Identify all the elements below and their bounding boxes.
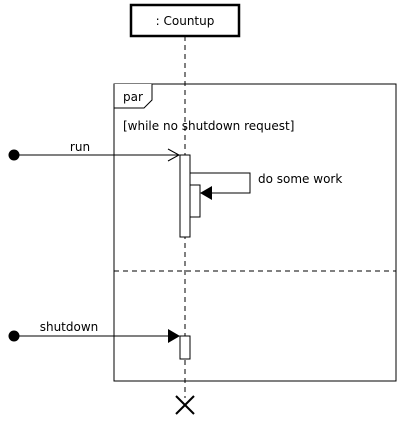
lifeline-label: : Countup xyxy=(156,14,215,28)
activation-bar-self-call xyxy=(189,184,201,218)
par-fragment-guard: [while no shutdown request] xyxy=(123,119,294,133)
run-message-label: run xyxy=(70,140,90,154)
self-call-filled-arrowhead xyxy=(200,186,212,200)
lifeline-destruction-x-icon xyxy=(175,395,195,415)
par-fragment-operator-tab xyxy=(113,84,153,109)
activation-bar-run xyxy=(179,154,191,238)
par-fragment-operator-label: par xyxy=(123,90,143,104)
self-call-message-label: do some work xyxy=(258,172,342,186)
shutdown-filled-arrowhead xyxy=(168,329,180,343)
shutdown-message-label: shutdown xyxy=(40,320,99,334)
par-fragment-frame xyxy=(113,83,397,382)
activation-bar-shutdown xyxy=(179,335,191,360)
self-call-message-line xyxy=(190,172,251,194)
run-message-open-arrowhead xyxy=(167,148,181,162)
